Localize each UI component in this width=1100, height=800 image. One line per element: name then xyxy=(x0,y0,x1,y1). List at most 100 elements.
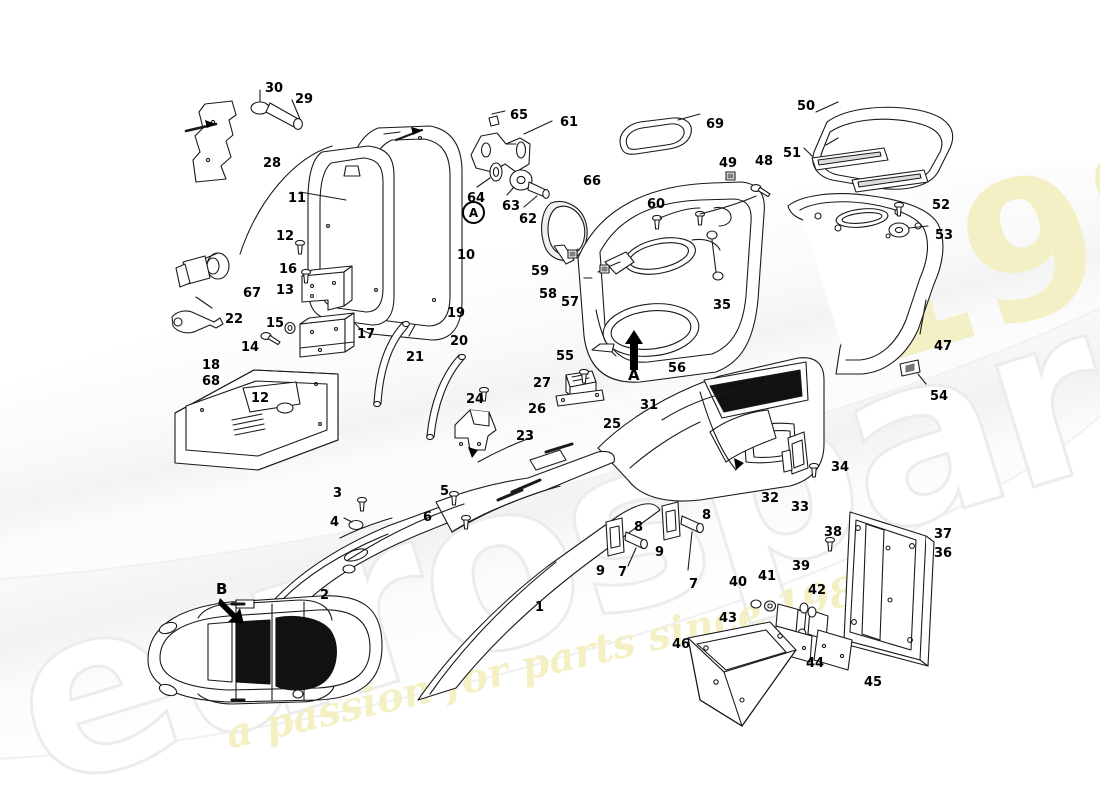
part-55-tab xyxy=(591,343,615,353)
callout-33: 33 xyxy=(791,500,810,515)
callout-51: 51 xyxy=(783,146,802,161)
callout-35: 35 xyxy=(713,298,732,313)
leader-7b xyxy=(687,531,693,571)
callout-42: 42 xyxy=(808,583,827,598)
callout-3: 3 xyxy=(333,486,343,501)
part-31-rear-trim xyxy=(597,357,825,502)
fastener-41 xyxy=(763,600,777,612)
section-marker-b-arrow-label: B xyxy=(216,580,228,598)
part-23-bracket xyxy=(454,409,497,451)
callout-52: 52 xyxy=(932,198,951,213)
callout-66: 66 xyxy=(583,174,602,189)
callout-68: 68 xyxy=(202,374,221,389)
callout-23: 23 xyxy=(516,429,535,444)
part-20-trim-strip xyxy=(426,353,466,441)
callout-17: 17 xyxy=(357,327,376,342)
callout-29: 29 xyxy=(295,92,314,107)
callout-40: 40 xyxy=(729,575,748,590)
callout-48: 48 xyxy=(755,154,774,169)
callout-56: 56 xyxy=(668,361,687,376)
callout-45: 45 xyxy=(864,675,883,690)
callout-6: 6 xyxy=(423,510,433,525)
callout-4: 4 xyxy=(330,515,340,530)
callout-61: 61 xyxy=(560,115,579,130)
callout-13: 13 xyxy=(276,283,295,298)
callout-54: 54 xyxy=(930,389,949,404)
callout-20: 20 xyxy=(450,334,469,349)
vehicle-top-view xyxy=(147,595,383,705)
callout-10: 10 xyxy=(457,248,476,263)
callout-62: 62 xyxy=(519,212,538,227)
callout-34: 34 xyxy=(831,460,850,475)
callout-30: 30 xyxy=(265,81,284,96)
part-5-6-rail-frame xyxy=(347,437,615,561)
callout-9b: 9 xyxy=(655,545,665,560)
callout-38: 38 xyxy=(824,525,843,540)
callout-69: 69 xyxy=(706,117,725,132)
section-marker-b-arrow: B xyxy=(216,582,256,632)
callout-26: 26 xyxy=(528,402,547,417)
fastener-15 xyxy=(284,321,296,335)
callout-27: 27 xyxy=(533,376,552,391)
fastener-12a xyxy=(294,239,306,255)
part-54-clip xyxy=(899,359,927,385)
callout-32: 32 xyxy=(761,491,780,506)
part-19-trim-strip xyxy=(373,320,410,408)
part-67-lock xyxy=(175,252,230,288)
harness-line-2 xyxy=(659,207,701,219)
callout-37: 37 xyxy=(934,527,953,542)
part-9a-striker xyxy=(605,517,625,557)
callout-8b: 8 xyxy=(702,508,712,523)
callout-39: 39 xyxy=(792,559,811,574)
callout-1: 1 xyxy=(535,600,545,615)
callout-8: 8 xyxy=(634,520,644,535)
callout-21: 21 xyxy=(406,350,425,365)
callout-15: 15 xyxy=(266,316,285,331)
callout-53: 53 xyxy=(935,228,954,243)
fastener-8b xyxy=(680,515,704,534)
harness-line xyxy=(699,195,757,215)
callout-55: 55 xyxy=(556,349,575,364)
callout-9: 9 xyxy=(596,564,606,579)
part-65-nut xyxy=(488,110,506,127)
part-25-bracket xyxy=(555,389,605,407)
part-18-68-tray xyxy=(174,369,339,471)
part-59-clip xyxy=(567,249,578,259)
callout-31: 31 xyxy=(640,398,659,413)
callout-5: 5 xyxy=(440,484,450,499)
fastener-8a xyxy=(624,531,648,550)
part-17-bracket xyxy=(299,312,355,358)
part-63-washer xyxy=(506,169,533,196)
part-53-washer xyxy=(888,222,929,238)
part-22-key xyxy=(171,296,224,334)
part-32-pocket xyxy=(709,409,777,463)
callout-46: 46 xyxy=(672,637,691,652)
callout-67: 67 xyxy=(243,286,262,301)
callout-19: 19 xyxy=(447,306,466,321)
callout-18: 18 xyxy=(202,358,221,373)
fastener-35a xyxy=(706,230,718,273)
part-61-hinge xyxy=(470,120,553,173)
callout-41: 41 xyxy=(758,569,777,584)
part-51-insert-strips xyxy=(803,147,929,193)
part-45-plate xyxy=(813,629,853,671)
callout-24: 24 xyxy=(466,392,485,407)
part-1-sill-trim xyxy=(417,503,661,701)
section-marker-a-arrow: A xyxy=(622,330,646,383)
part-66-speaker-grille xyxy=(541,201,588,265)
callout-57: 57 xyxy=(561,295,580,310)
part-56-door-panel xyxy=(577,181,765,383)
callout-16: 16 xyxy=(279,262,298,277)
callout-65: 65 xyxy=(510,108,529,123)
callout-25: 25 xyxy=(603,417,622,432)
part-47-quarter-trim xyxy=(787,193,944,375)
leader-curve-31 xyxy=(699,391,737,471)
leader-sweep-11 xyxy=(239,145,333,255)
fastener-35b xyxy=(712,271,724,281)
callout-7: 7 xyxy=(689,577,699,592)
part-69-vent xyxy=(619,113,701,155)
callout-63: 63 xyxy=(502,199,521,214)
callout-58: 58 xyxy=(539,287,558,302)
